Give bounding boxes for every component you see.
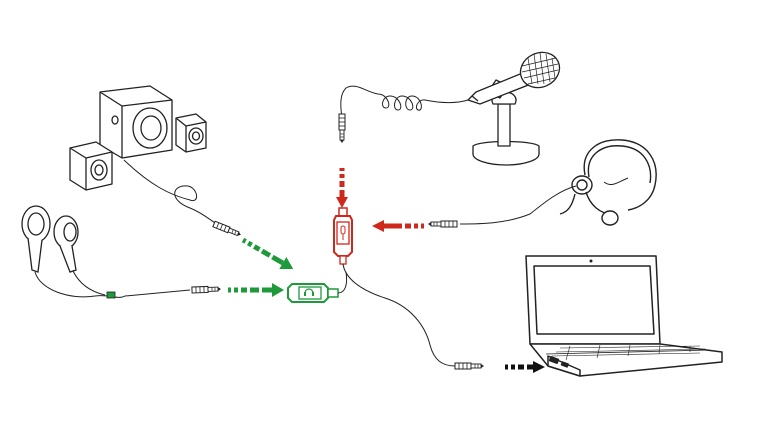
- laptop-jack-icon: [454, 362, 485, 370]
- green-headphone-socket-icon: [287, 283, 339, 303]
- headset-to-splitter-arrow-icon: [372, 220, 424, 232]
- earphone-to-splitter-arrow-icon: [228, 283, 284, 297]
- laptop-icon: [525, 255, 723, 377]
- microphone-jack-icon: [338, 113, 346, 144]
- headset-icon: [459, 139, 657, 226]
- headset-jack-icon: [427, 220, 458, 228]
- speaker-jack-icon: [212, 220, 243, 239]
- splitter-to-laptop-arrow-icon: [505, 361, 545, 373]
- earphone-jack-icon: [191, 285, 222, 294]
- red-microphone-socket-icon: [333, 207, 353, 265]
- speaker-to-splitter-arrow-icon: [241, 237, 294, 270]
- earphones-icon: [21, 205, 79, 273]
- speakers-icon: [69, 85, 207, 191]
- microphone-to-splitter-arrow-icon: [336, 168, 348, 208]
- microphone-icon: [467, 51, 561, 166]
